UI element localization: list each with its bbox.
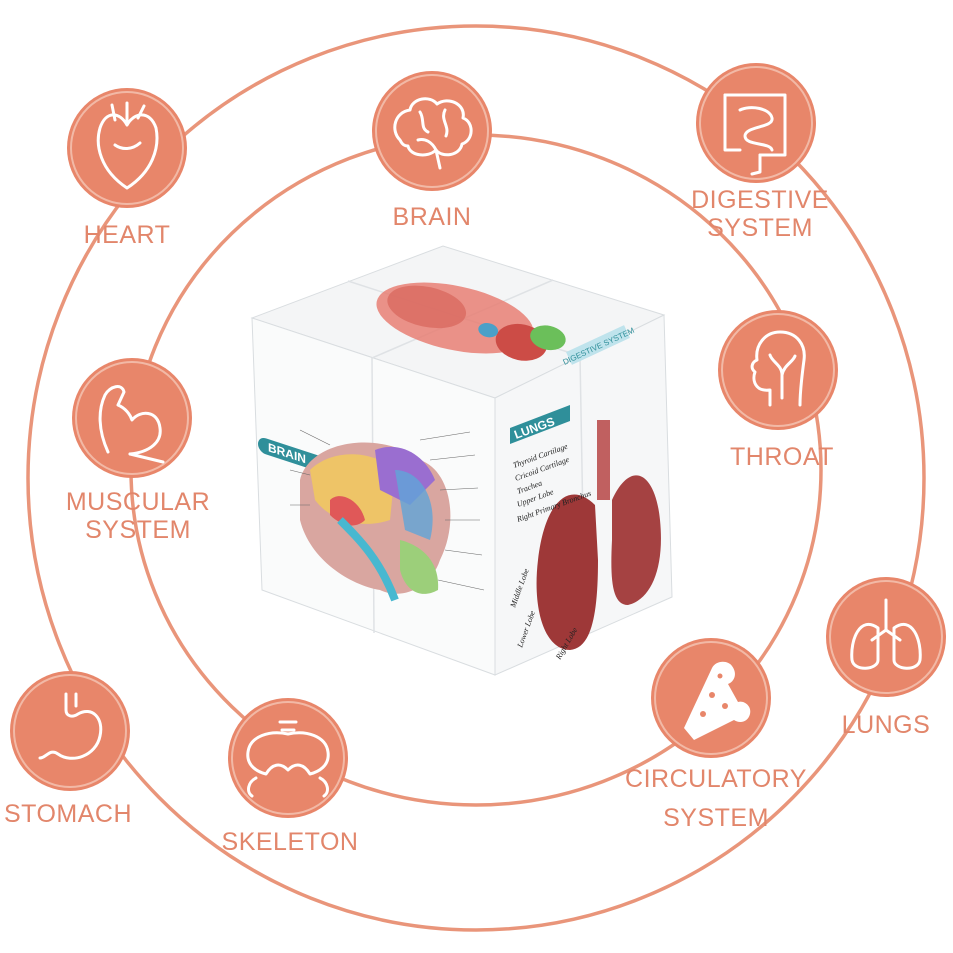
cube-right-lung bbox=[536, 494, 598, 650]
pelvis-icon bbox=[246, 720, 330, 798]
skeleton-badge: SKELETON bbox=[222, 698, 359, 856]
stomach-label: STOMACH bbox=[4, 800, 132, 828]
lungs-badge: LUNGS bbox=[826, 577, 946, 739]
digestive-badge: DIGESTIVE SYSTEM bbox=[691, 63, 829, 242]
muscular-label-line1: MUSCULAR bbox=[66, 488, 210, 516]
brain-badge: BRAIN bbox=[372, 71, 492, 231]
anatomy-cube: DIGESTIVE SYSTEM BRAIN L bbox=[250, 245, 673, 676]
circulatory-badge: CIRCULATORY SYSTEM bbox=[625, 638, 807, 832]
muscular-label-line2: SYSTEM bbox=[85, 516, 191, 544]
heart-label: HEART bbox=[84, 221, 171, 249]
circulatory-label-line1: CIRCULATORY bbox=[625, 765, 807, 793]
cube-top-title-bg bbox=[566, 325, 630, 365]
lungs-icon bbox=[850, 598, 922, 670]
brain-icon bbox=[393, 97, 473, 170]
skeleton-label: SKELETON bbox=[222, 828, 359, 856]
throat-label: THROAT bbox=[730, 443, 834, 471]
cube-digestive-illustration bbox=[376, 282, 566, 361]
lungs-label: LUNGS bbox=[842, 711, 931, 739]
digestive-label-line1: DIGESTIVE bbox=[691, 186, 829, 214]
outer-ring bbox=[26, 24, 926, 932]
brain-label: BRAIN bbox=[393, 203, 472, 231]
cube-left-lung bbox=[611, 475, 661, 605]
throat-badge: THROAT bbox=[718, 310, 838, 471]
muscular-badge: MUSCULAR SYSTEM bbox=[66, 358, 210, 544]
intestines-icon bbox=[723, 93, 787, 176]
heart-icon bbox=[96, 101, 159, 190]
bone-cells-icon bbox=[684, 661, 751, 740]
flexed-arm-icon bbox=[98, 385, 165, 464]
throat-icon bbox=[750, 330, 806, 407]
stomach-icon bbox=[38, 692, 103, 760]
heart-badge: HEART bbox=[67, 88, 187, 249]
circulatory-label-line2: SYSTEM bbox=[663, 804, 769, 832]
stomach-badge: STOMACH bbox=[4, 671, 132, 828]
cube-brain-illustration bbox=[289, 429, 485, 602]
cube-lungs-title-bg bbox=[510, 405, 570, 444]
digestive-label-line2: SYSTEM bbox=[707, 214, 813, 242]
cube-trachea bbox=[597, 420, 610, 500]
